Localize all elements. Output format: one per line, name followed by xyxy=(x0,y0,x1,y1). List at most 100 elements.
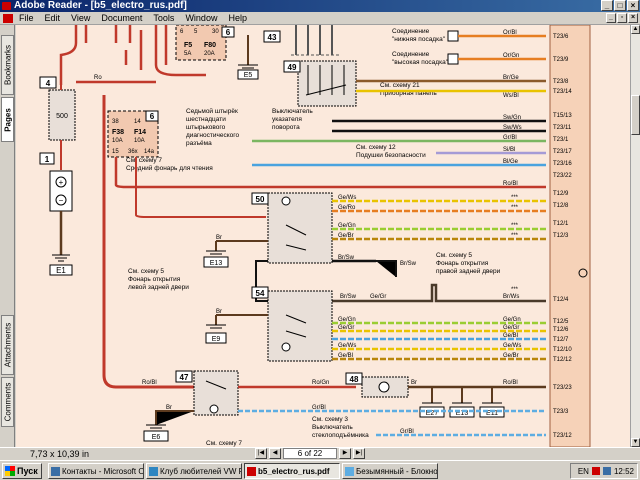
svg-text:E27: E27 xyxy=(426,410,439,417)
page-margin xyxy=(590,25,630,447)
svg-text:T12/7: T12/7 xyxy=(553,337,569,343)
svg-text:***: *** xyxy=(511,205,519,211)
connector-strip xyxy=(549,25,591,447)
page-number-field[interactable]: 6 of 22 xyxy=(283,448,337,459)
svg-text:Приборная панель: Приборная панель xyxy=(380,89,437,97)
wire-red-main xyxy=(102,95,226,389)
svg-text:Выключатель: Выключатель xyxy=(272,108,313,115)
prev-page-icon[interactable]: ◀ xyxy=(269,448,281,459)
svg-text:T23/22: T23/22 xyxy=(553,173,572,179)
task-pdf[interactable]: b5_electro_rus.pdf xyxy=(244,463,340,479)
svg-text:левой задней двери: левой задней двери xyxy=(128,283,189,291)
status-bar: 7,73 x 10,39 in |◀ ◀ 6 of 22 ▶ ▶| xyxy=(0,447,640,460)
svg-text:разъёма: разъёма xyxy=(186,140,212,147)
ground-symbol-icon xyxy=(578,268,588,278)
svg-text:Br/Ge: Br/Ge xyxy=(503,75,519,81)
window-title: Adobe Reader - [b5_electro_rus.pdf] xyxy=(14,0,187,11)
document-icon[interactable] xyxy=(3,13,13,23)
svg-text:Ge/Gn: Ge/Gn xyxy=(338,317,356,323)
network-icon[interactable] xyxy=(602,467,611,475)
task-contacts[interactable]: Контакты - Microsoft O... xyxy=(48,463,144,479)
scroll-thumb[interactable] xyxy=(631,95,640,135)
next-page-icon[interactable]: ▶ xyxy=(339,448,351,459)
menu-file[interactable]: File xyxy=(19,13,34,23)
svg-text:T23/12: T23/12 xyxy=(553,433,572,439)
svg-text:Ge/Gr: Ge/Gr xyxy=(338,325,354,331)
svg-text:См. схему 5: См. схему 5 xyxy=(436,252,472,259)
svg-text:Соединение: Соединение xyxy=(392,51,430,58)
motor-icon-3 xyxy=(378,381,390,393)
tab-comments[interactable]: Comments xyxy=(1,377,14,427)
menu-edit[interactable]: Edit xyxy=(44,13,61,23)
svg-text:10A: 10A xyxy=(112,138,123,144)
svg-text:Si/Bl: Si/Bl xyxy=(503,147,515,153)
svg-text:Соединение: Соединение xyxy=(392,28,430,35)
svg-text:T23/9: T23/9 xyxy=(553,57,569,63)
menu-help[interactable]: Help xyxy=(228,13,247,23)
document-view[interactable]: 4 500 1 + − E1 Ro F5 5A F80 xyxy=(16,25,630,447)
vertical-scrollbar[interactable]: ▲ ▼ xyxy=(630,25,640,447)
close-button[interactable]: × xyxy=(627,0,639,11)
start-button[interactable]: Пуск xyxy=(2,463,42,479)
minimize-button[interactable]: _ xyxy=(601,0,613,11)
svg-text:Ge/Gn: Ge/Gn xyxy=(338,223,356,229)
maximize-button[interactable]: □ xyxy=(614,0,626,11)
svg-text:Ge/Ro: Ge/Ro xyxy=(338,205,356,211)
svg-text:Br/Sw: Br/Sw xyxy=(340,294,357,300)
svg-text:T12/8: T12/8 xyxy=(553,203,569,209)
menu-window[interactable]: Window xyxy=(185,13,218,23)
svg-text:E13: E13 xyxy=(456,410,469,417)
svg-text:Sw/Gn: Sw/Gn xyxy=(503,115,521,121)
doc-restore-button[interactable]: ▫ xyxy=(617,13,627,23)
svg-text:E6: E6 xyxy=(152,434,161,441)
svg-text:49: 49 xyxy=(288,63,297,72)
language-indicator[interactable]: EN xyxy=(577,466,589,476)
antivirus-icon[interactable] xyxy=(591,467,600,475)
last-page-icon[interactable]: ▶| xyxy=(353,448,365,459)
svg-text:Ro: Ro xyxy=(94,75,102,81)
svg-text:***: *** xyxy=(511,233,519,239)
scroll-up-arrow-icon[interactable]: ▲ xyxy=(631,25,640,34)
svg-text:Ge/Ws: Ge/Ws xyxy=(338,343,356,349)
svg-text:См. схему 21: См. схему 21 xyxy=(380,82,420,89)
system-tray: EN 12:52 xyxy=(570,463,638,479)
svg-text:T23/16: T23/16 xyxy=(553,161,572,167)
notepad-icon xyxy=(345,466,354,476)
doc-minimize-button[interactable]: _ xyxy=(606,13,616,23)
doc-close-button[interactable]: × xyxy=(628,13,638,23)
svg-text:F14: F14 xyxy=(134,129,146,136)
svg-text:+: + xyxy=(59,178,64,187)
menu-tools[interactable]: Tools xyxy=(153,13,175,23)
svg-text:Br: Br xyxy=(216,235,222,241)
svg-text:F38: F38 xyxy=(112,129,124,136)
door-lock-54 xyxy=(267,290,333,362)
svg-text:См. схему 3: См. схему 3 xyxy=(312,416,348,423)
svg-text:500: 500 xyxy=(56,113,68,120)
svg-text:шестнадцати: шестнадцати xyxy=(186,116,226,123)
menu-view[interactable]: View xyxy=(71,13,91,23)
tab-pages[interactable]: Pages xyxy=(1,97,14,142)
door-lock-50 xyxy=(267,192,333,264)
svg-text:T12/12: T12/12 xyxy=(553,357,572,363)
first-page-icon[interactable]: |◀ xyxy=(255,448,267,459)
wiring-diagram: 4 500 1 + − E1 Ro F5 5A F80 xyxy=(39,25,630,447)
svg-text:T12/3: T12/3 xyxy=(553,233,569,239)
clock[interactable]: 12:52 xyxy=(613,466,634,476)
svg-text:E5: E5 xyxy=(244,72,253,79)
svg-text:E13: E13 xyxy=(210,260,223,267)
svg-text:Bl/Ge: Bl/Ge xyxy=(503,159,519,165)
connector-labels: T23/6 T23/9 T23/8 T23/14 T15/13 T23/11 T… xyxy=(553,34,572,439)
svg-text:48: 48 xyxy=(350,375,359,384)
tab-attachments[interactable]: Attachments xyxy=(1,315,14,375)
fuse-box-top xyxy=(175,25,227,61)
svg-text:Br: Br xyxy=(216,309,222,315)
scroll-down-arrow-icon[interactable]: ▼ xyxy=(631,438,640,447)
task-vw-club[interactable]: Клуб любителей VW Pa... xyxy=(146,463,242,479)
svg-text:"высокая посадка": "высокая посадка" xyxy=(392,59,449,66)
menu-document[interactable]: Document xyxy=(101,13,143,23)
tab-bookmarks[interactable]: Bookmarks xyxy=(1,35,14,95)
task-notepad[interactable]: Безымянный - Блокнот xyxy=(342,463,438,479)
menu-bar: File Edit View Document Tools Window Hel… xyxy=(0,12,640,25)
svg-text:1: 1 xyxy=(45,155,50,164)
svg-text:Ro/Bl: Ro/Bl xyxy=(503,380,518,386)
